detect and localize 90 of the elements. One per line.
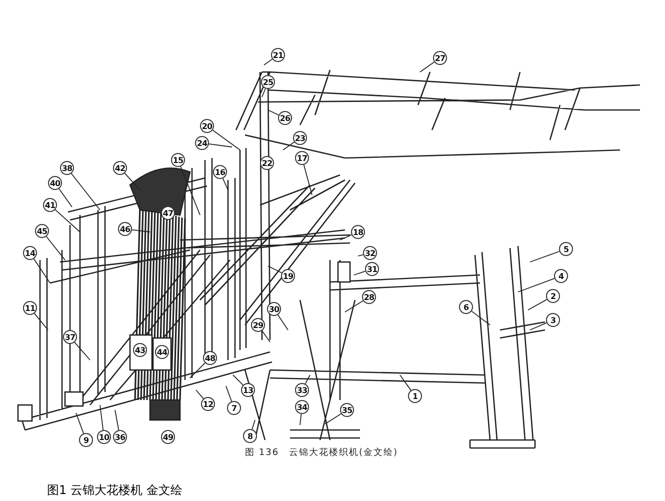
leader-line [304,374,310,384]
callout-number: 25 [261,75,275,89]
callout-number: 31 [365,262,379,276]
leader-line [530,322,548,330]
callout-number: 40 [48,176,62,190]
leader-line [528,298,548,310]
callout-number: 14 [23,246,37,260]
callout-number: 3 [546,313,560,327]
leader-line [420,62,435,72]
leader-line [358,254,364,256]
callout-number: 35 [340,403,354,417]
callout-number: 33 [295,383,309,397]
callout-number: 6 [459,300,473,314]
callout-number: 4 [554,269,568,283]
callout-number: 15 [171,153,185,167]
callout-number: 30 [267,302,281,316]
callout-number: 23 [293,131,307,145]
leader-line [262,88,266,98]
leader-line [354,270,366,276]
callout-number: 36 [113,430,127,444]
leader-line [114,410,120,431]
leader-line [76,412,84,434]
leader-line [74,342,90,360]
leader-line [124,172,140,190]
leader-line [268,110,280,116]
leader-line [471,310,490,326]
leader-line [262,330,270,342]
leader-line [344,300,364,312]
leader-line [252,420,256,430]
callout-number: 26 [278,111,292,125]
leader-line [46,236,66,260]
callout-number: 27 [433,51,447,65]
caption: 图1 云锦大花楼机 金文绘 [47,482,182,499]
leader-line [232,374,244,386]
callout-number: 22 [260,156,274,170]
callout-number: 45 [35,224,49,238]
callout-number: 49 [161,430,175,444]
callout-number: 7 [227,401,241,415]
callout-number: 1 [408,389,422,403]
leader-line [518,278,555,292]
callout-number: 32 [363,246,377,260]
callout-number: 13 [241,383,255,397]
leader-line [100,404,104,430]
leader-line [58,188,72,208]
leader-line [324,413,342,424]
callout-number: 48 [203,351,217,365]
callout-number: 18 [351,225,365,239]
callout-number: 17 [295,151,309,165]
callout-number: 38 [60,161,74,175]
leader-line [303,164,312,196]
leader-line [33,258,50,284]
callout-number: 34 [295,400,309,414]
leader-line [282,142,295,150]
leader-line [190,362,206,378]
leader-line [277,314,288,330]
callout-number: 28 [362,290,376,304]
callout-number: 5 [559,242,573,256]
figure-caption: 图 136 云锦大花楼织机(金文绘) [245,446,398,459]
callout-number: 11 [23,301,37,315]
leader-line [54,209,80,232]
leader-line [264,58,273,66]
callout-number: 42 [113,161,127,175]
callout-number: 8 [243,429,257,443]
callout-number: 10 [97,430,111,444]
callout-number: 29 [251,318,265,332]
callout-number: 41 [43,198,57,212]
callout-number: 46 [118,222,132,236]
leader-line [132,229,150,232]
leader-line [208,143,232,148]
callout-number: 37 [63,330,77,344]
leader-line [180,166,200,216]
leader-line [400,374,412,391]
callout-number: 19 [281,269,295,283]
leader-line [530,250,560,262]
leader-line [34,312,48,330]
leader-line [70,173,100,210]
callout-number: 2 [546,289,560,303]
leader-line [196,390,204,400]
callout-number: 20 [200,119,214,133]
callout-number: 9 [79,433,93,447]
leader-line [340,234,352,240]
leader-line [300,414,302,426]
leader-line [226,386,232,402]
leader-line [222,178,228,190]
callout-number: 16 [213,165,227,179]
leader-line [212,130,240,150]
callout-number: 24 [195,136,209,150]
callout-number: 21 [271,48,285,62]
leader-line [268,266,282,274]
callout-number: 12 [201,397,215,411]
